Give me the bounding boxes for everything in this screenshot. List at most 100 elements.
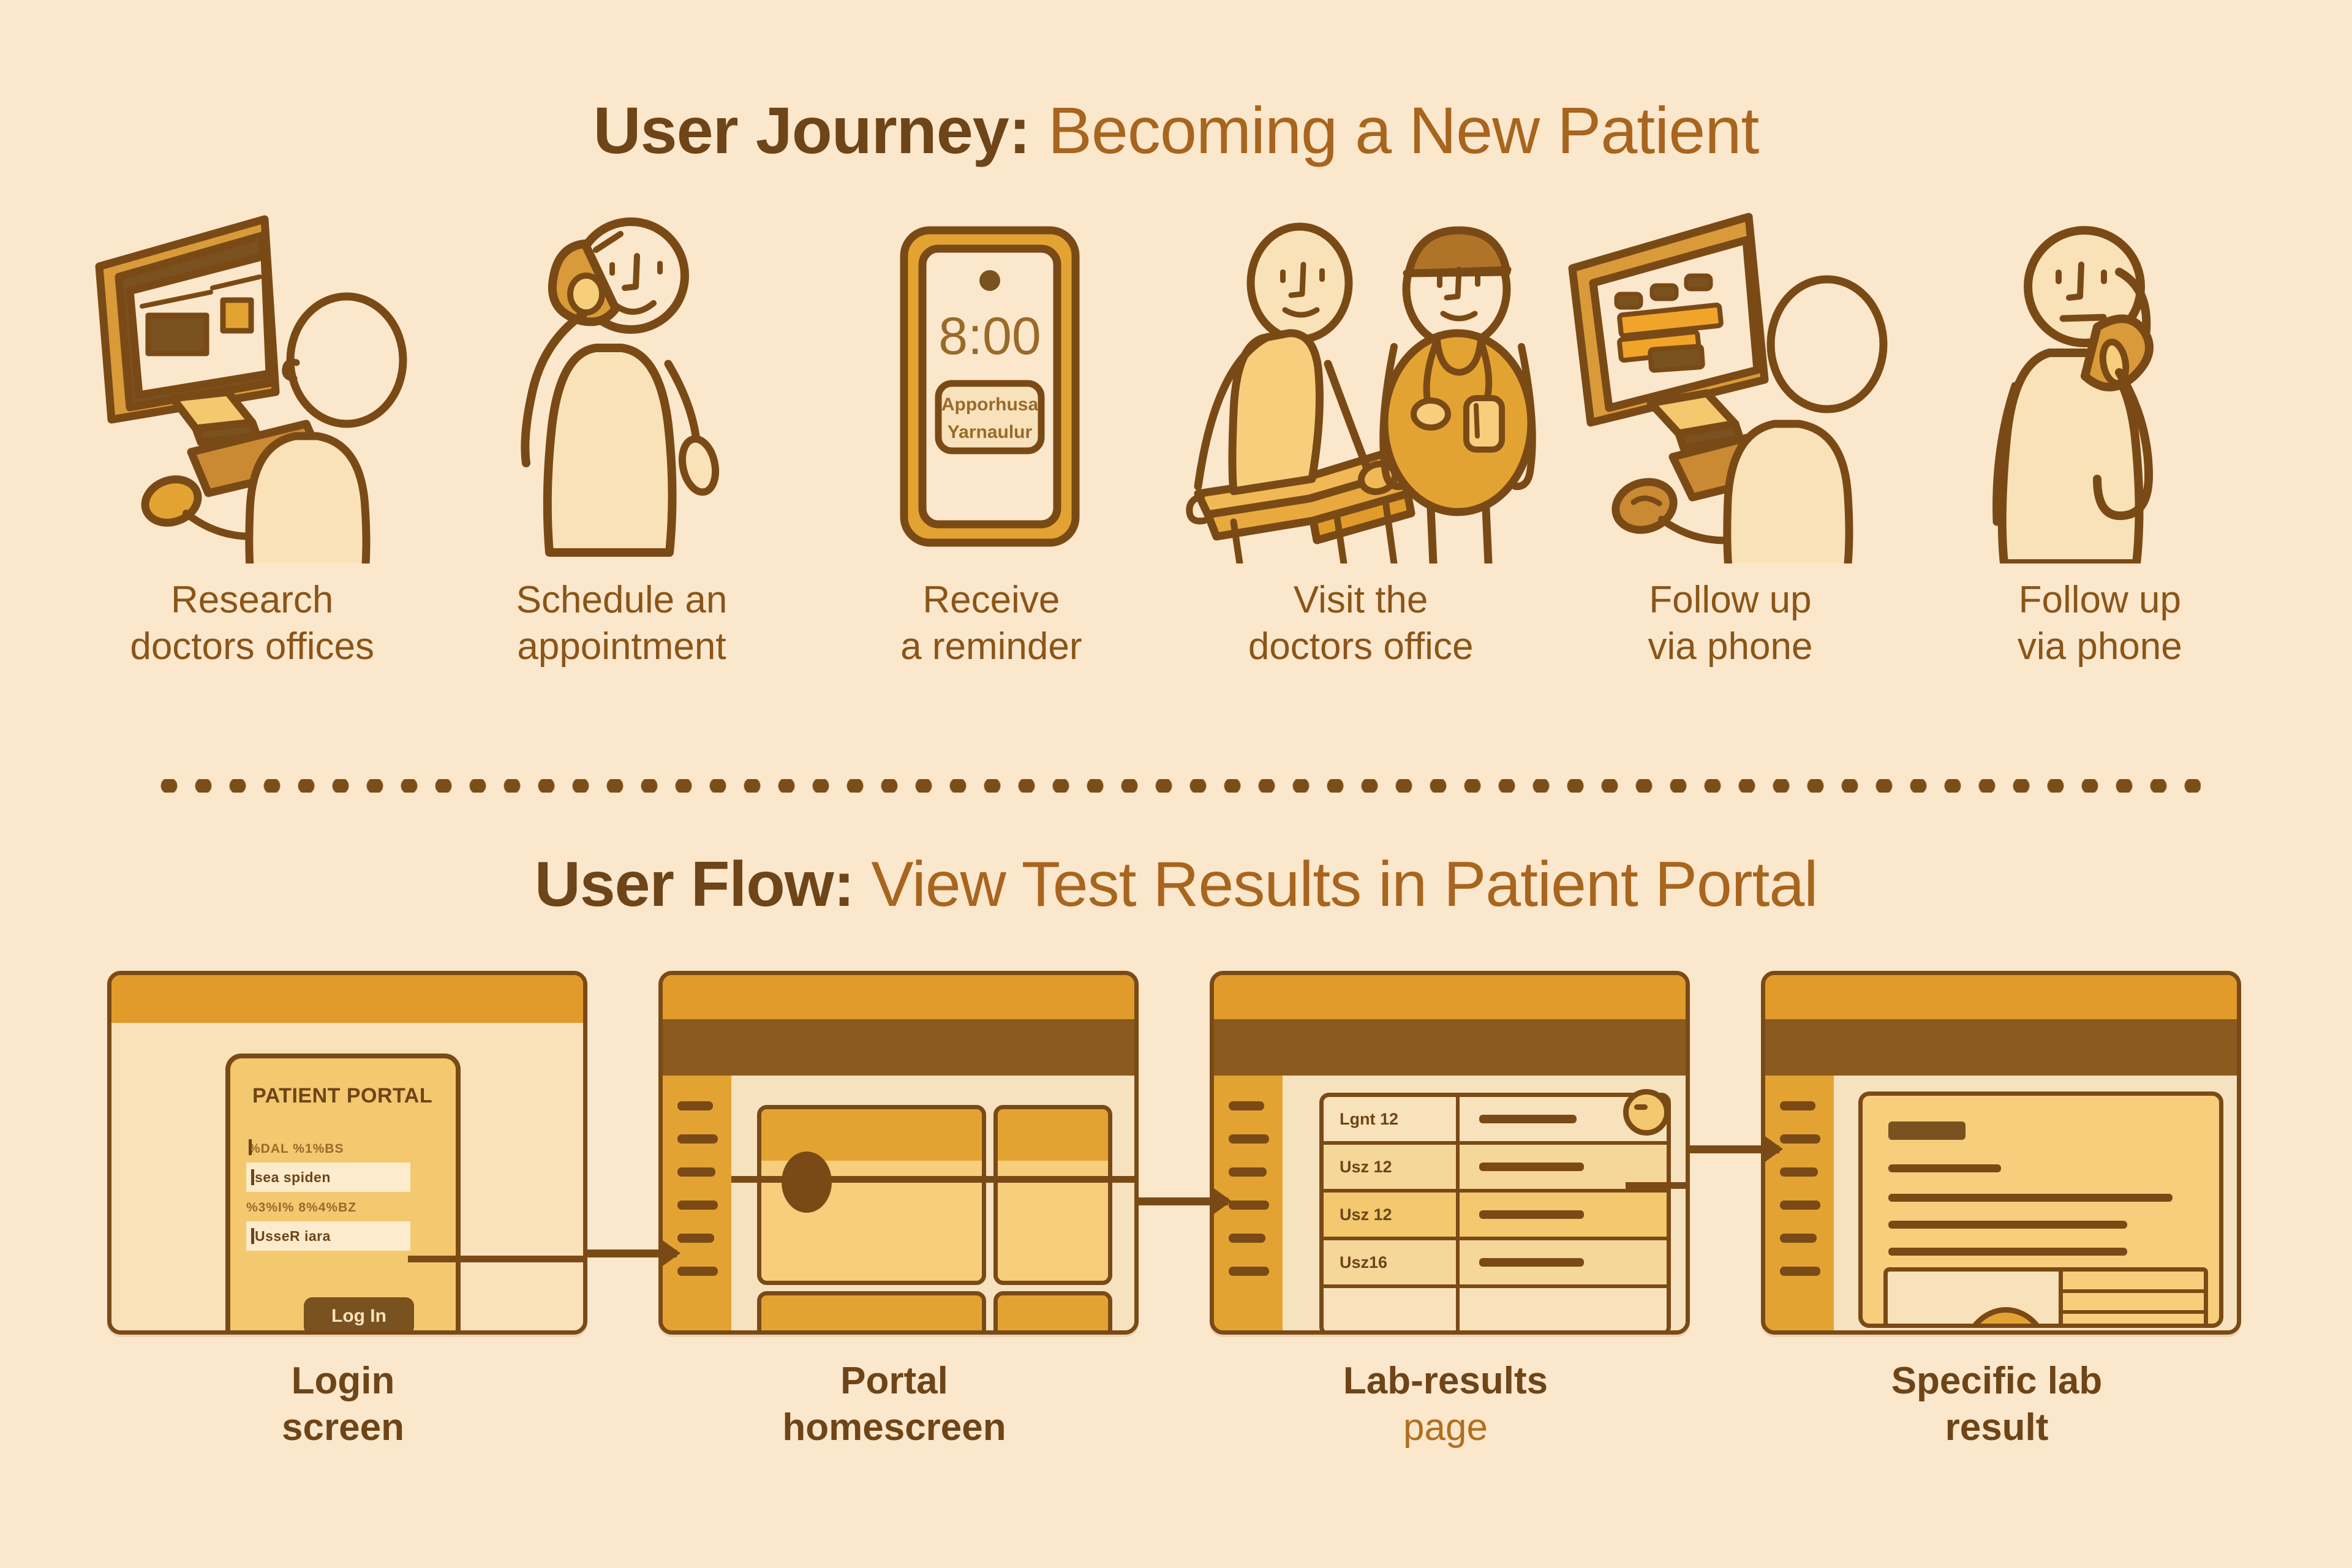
user-journey-steps: Research doctors offices <box>67 196 2285 704</box>
journey-step-followup-desktop: Follow up via phone <box>1545 196 1915 704</box>
login-submit-button[interactable]: Log In <box>304 1297 414 1330</box>
journey-title: User Journey: Becoming a New Patient <box>0 92 2352 168</box>
desktop-followup-illustration <box>1545 196 1915 564</box>
sidebar-nav-line[interactable] <box>1780 1101 1815 1110</box>
journey-step-research: Research doctors offices <box>67 196 437 704</box>
detail-panel <box>1858 1091 2223 1328</box>
login-connector-line <box>408 1256 583 1262</box>
sidebar-nav-line[interactable] <box>1229 1234 1265 1243</box>
flow-title-light: View Test Results in Patient Portal <box>854 849 1818 920</box>
sidebar-nav-line[interactable] <box>1229 1267 1269 1276</box>
detail-title-block <box>1888 1121 1966 1140</box>
login-heading: PATIENT PORTAL <box>252 1084 433 1107</box>
homescreen-connector-line <box>731 1176 1134 1183</box>
login-screen-mock[interactable]: PATIENT PORTAL %DAL %1%BS sea spiden %3%… <box>107 971 587 1335</box>
lab-results-screen-mock[interactable]: Lgnt 12 Usz 12 Usz 12 Usz16 <box>1210 971 1690 1335</box>
lab-topbar <box>1214 975 1686 1019</box>
login-topbar <box>111 975 583 1023</box>
journey-step-caption: Schedule an appointment <box>516 579 728 668</box>
login-field2-value: UsseR iara <box>255 1228 331 1244</box>
sidebar-nav-line[interactable] <box>677 1234 714 1243</box>
sidebar-nav-line[interactable] <box>677 1134 718 1144</box>
lab-row-value <box>1460 1145 1667 1189</box>
detail-text-line <box>1888 1194 2173 1202</box>
flow-caption-bold: Login <box>291 1360 395 1402</box>
sidebar-nav-line[interactable] <box>677 1167 715 1177</box>
flow-caption-bold: Lab-results <box>1343 1360 1548 1402</box>
journey-step-caption: Follow up via phone <box>2017 579 2182 668</box>
flow-title: User Flow: View Test Results in Patient … <box>0 848 2352 921</box>
sidebar-nav-line[interactable] <box>1780 1234 1817 1243</box>
login-card: PATIENT PORTAL %DAL %1%BS sea spiden %3%… <box>225 1054 461 1330</box>
detail-text-line <box>1888 1248 2127 1256</box>
portal-homescreen-mock[interactable] <box>658 971 1139 1335</box>
detail-text-line <box>1888 1164 2001 1172</box>
flow-arrow-3 <box>1687 1135 1783 1163</box>
login-field2-input[interactable]: UsseR iara <box>246 1221 410 1251</box>
flow-arrow-2 <box>1136 1187 1232 1215</box>
lab-row-label: Usz 12 <box>1324 1145 1460 1189</box>
table-row <box>2063 1314 2204 1324</box>
journey-step-caption: Research doctors offices <box>130 579 374 668</box>
journey-title-strong: User Journey: <box>593 93 1031 167</box>
table-row[interactable]: Usz16 <box>1324 1240 1667 1288</box>
detail-content <box>1834 1076 2237 1330</box>
portal-topbar <box>663 975 1134 1019</box>
sidebar-nav-line[interactable] <box>677 1101 713 1110</box>
table-row <box>2063 1293 2204 1314</box>
flow-caption-rest: homescreen <box>782 1406 1006 1449</box>
login-field1-label: %DAL %1%BS <box>249 1142 344 1156</box>
login-field2-label: %3%I% 8%4%BZ <box>246 1200 357 1215</box>
lab-row-value <box>1460 1240 1667 1284</box>
table-row[interactable]: Lgnt 12 <box>1324 1097 1667 1145</box>
smartphone-reminder-illustration: 8:00 Apporhusa Yarnaulur <box>807 196 1176 564</box>
login-field1-input[interactable]: sea spiden <box>246 1163 410 1192</box>
sidebar-nav-line[interactable] <box>1229 1200 1269 1210</box>
sidebar-nav-line[interactable] <box>677 1267 718 1276</box>
table-row <box>2063 1272 2204 1293</box>
journey-step-caption: Visit the doctors office <box>1248 579 1474 668</box>
lab-content: Lgnt 12 Usz 12 Usz 12 Usz16 <box>1283 1076 1686 1330</box>
sidebar-nav-line[interactable] <box>1780 1134 1820 1144</box>
lab-connector-line <box>1626 1182 1686 1189</box>
gauge-chart-icon <box>1961 1307 2051 1324</box>
portal-sidebar[interactable] <box>663 1076 731 1330</box>
table-row[interactable]: Usz 12 <box>1324 1193 1667 1240</box>
sidebar-nav-line[interactable] <box>1780 1167 1818 1177</box>
patient-and-doctor-illustration <box>1176 196 1545 564</box>
lab-row-label: Lgnt 12 <box>1324 1097 1460 1141</box>
flow-caption-bold: Portal <box>840 1360 948 1402</box>
sidebar-nav-line[interactable] <box>1229 1167 1267 1177</box>
login-field1-value: sea spiden <box>255 1169 331 1185</box>
flow-arrow-1 <box>585 1239 680 1267</box>
portal-card-lower-side[interactable] <box>993 1291 1112 1330</box>
login-field1-cursor <box>251 1169 254 1185</box>
flow-title-strong: User Flow: <box>534 849 855 920</box>
journey-step-caption: Receive a reminder <box>900 579 1082 668</box>
sidebar-nav-line[interactable] <box>677 1200 718 1210</box>
journey-step-followup-phone: Follow up via phone <box>1915 196 2285 704</box>
detail-sidebar[interactable] <box>1765 1076 1834 1330</box>
portal-content <box>731 1076 1134 1330</box>
journey-title-light: Becoming a New Patient <box>1030 93 1760 167</box>
sidebar-nav-line[interactable] <box>1229 1134 1269 1144</box>
flow-caption-rest: screen <box>282 1406 404 1449</box>
sidebar-nav-line[interactable] <box>1780 1200 1820 1210</box>
portal-card-lower[interactable] <box>757 1291 986 1330</box>
flow-step-lab-results: Lgnt 12 Usz 12 Usz 12 Usz16 <box>1210 971 1690 1450</box>
sidebar-nav-line[interactable] <box>1229 1101 1264 1110</box>
table-row[interactable] <box>1324 1288 1667 1330</box>
sidebar-nav-line[interactable] <box>1780 1267 1820 1276</box>
person-phone-call-illustration <box>437 196 806 564</box>
portal-card-side[interactable] <box>993 1105 1112 1285</box>
portal-subbar <box>663 1019 1134 1076</box>
specific-result-screen-mock[interactable] <box>1761 971 2241 1335</box>
view-detail-icon[interactable] <box>1623 1089 1670 1136</box>
lab-results-table: Lgnt 12 Usz 12 Usz 12 Usz16 <box>1319 1093 1671 1330</box>
table-row[interactable]: Usz 12 <box>1324 1145 1667 1193</box>
section-divider <box>152 779 2201 793</box>
flow-caption-bold: Specific lab <box>1891 1360 2103 1402</box>
